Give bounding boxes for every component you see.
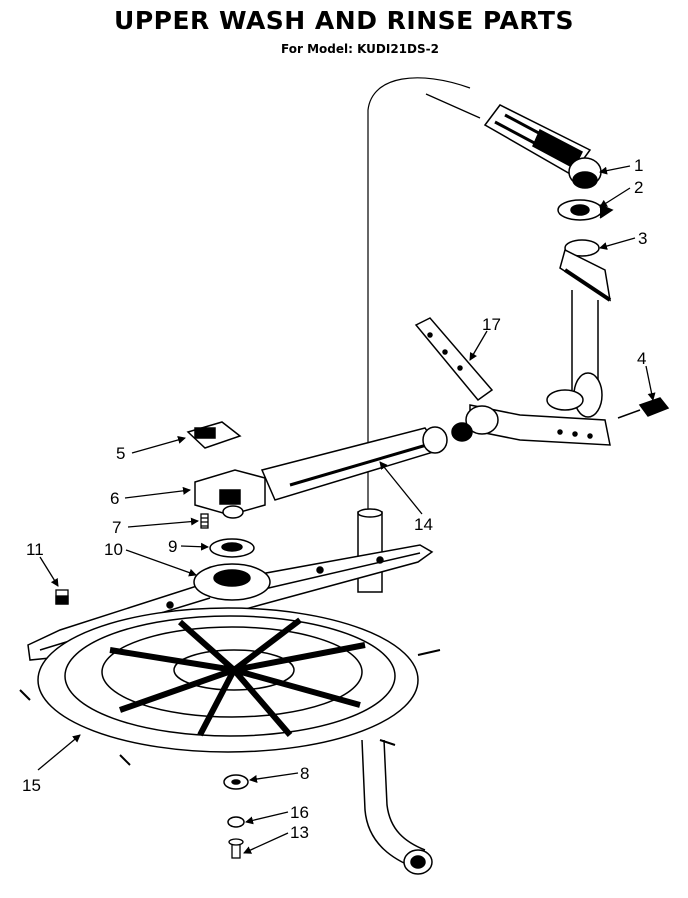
bottom-washer-16: [227, 816, 245, 828]
callout-10: 10: [104, 540, 123, 559]
manifold-riser: [546, 239, 612, 418]
callout-14: 14: [414, 515, 433, 534]
middle-feed-tube: [260, 422, 473, 501]
spray-arm-cap: [55, 589, 69, 605]
callout-17: 17: [482, 315, 501, 334]
leader-arrows: [37, 93, 656, 854]
callout-9: 9: [168, 537, 177, 556]
callout-6: 6: [110, 489, 119, 508]
bottom-washer-8: [223, 774, 249, 790]
hub-cap: [186, 421, 242, 449]
bottom-screw-13: [228, 838, 244, 859]
callout-7: 7: [112, 518, 121, 537]
hub-screw: [200, 513, 209, 529]
seal-ring: [209, 538, 255, 558]
callout-3: 3: [638, 229, 647, 248]
callout-8: 8: [300, 764, 309, 783]
retaining-clip: [617, 397, 670, 419]
callout-1: 1: [634, 156, 643, 175]
page-title: UPPER WASH AND RINSE PARTS: [114, 6, 574, 35]
callout-16: 16: [290, 803, 309, 822]
callout-2: 2: [634, 178, 643, 197]
callout-5: 5: [116, 444, 125, 463]
callout-11: 11: [26, 540, 44, 559]
lower-spray-wheel: [19, 607, 441, 766]
tube-nut: [557, 199, 614, 221]
upper-spray-tube: [483, 104, 602, 189]
mounting-bracket: [414, 317, 494, 402]
lower-supply-tube: [357, 508, 433, 875]
callout-13: 13: [290, 823, 309, 842]
hub-housing: [194, 469, 266, 519]
feed-tube-line: [367, 77, 471, 520]
callout-15: 15: [22, 776, 41, 795]
model-subtitle: For Model: KUDI21DS-2: [281, 42, 439, 56]
callout-4: 4: [637, 349, 646, 368]
lower-manifold: [465, 404, 611, 446]
